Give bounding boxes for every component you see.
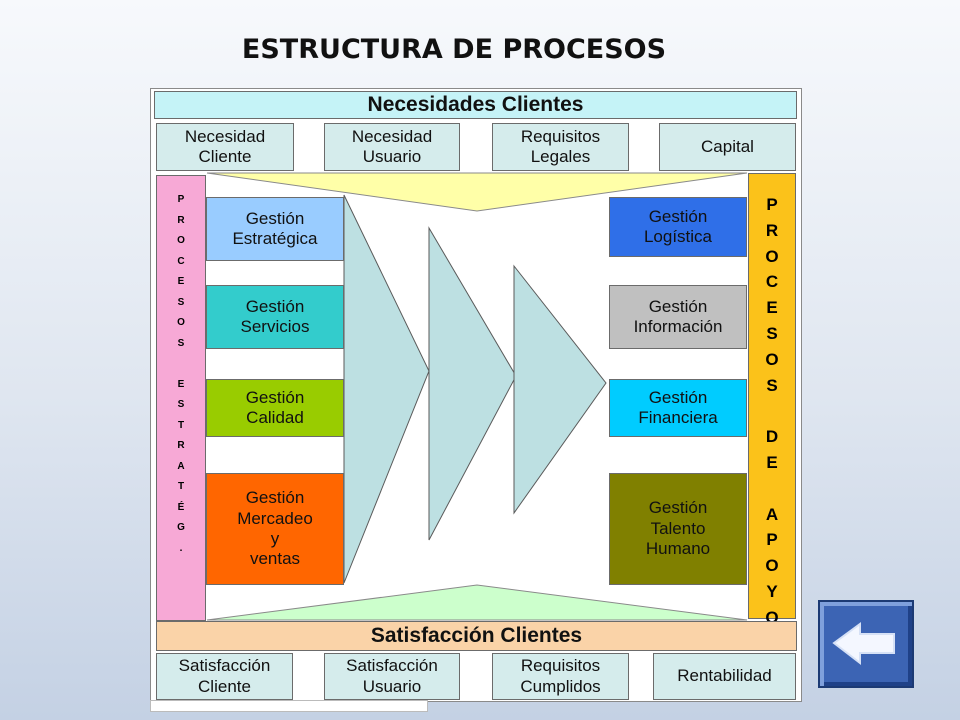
satisfaction-funnel xyxy=(206,584,748,621)
needs-funnel xyxy=(206,172,748,212)
capital-cell: Capital xyxy=(659,123,796,171)
flow-arrow-1 xyxy=(343,194,430,584)
talent-process-label: Gestión Talento Humano xyxy=(645,498,711,559)
logistics-process-box: Gestión Logística xyxy=(609,197,747,257)
flow-arrow-3 xyxy=(513,264,607,515)
arrow-left-icon xyxy=(832,622,895,666)
strategic-process-box: Gestión Estratégica xyxy=(206,197,344,261)
band-letter: E xyxy=(766,452,778,472)
needs-band-label: Necesidades Clientes xyxy=(367,93,584,117)
band-letter: S xyxy=(177,337,185,349)
band-letter: É xyxy=(177,501,185,513)
client-satisfaction-label: Satisfacción Cliente xyxy=(178,656,271,696)
services-process-box: Gestión Servicios xyxy=(206,285,344,349)
band-letter: R xyxy=(765,220,779,240)
band-letter: E xyxy=(177,276,185,287)
band-letter: C xyxy=(765,272,779,292)
profitability-label: Rentabilidad xyxy=(677,666,772,686)
marketing-process-label: Gestión Mercadeo y ventas xyxy=(237,488,313,569)
needs-band: Necesidades Clientes xyxy=(154,91,797,119)
met-requirements-label: Requisitos Cumplidos xyxy=(520,656,601,696)
band-letter: P xyxy=(766,195,778,214)
legal-requirements-cell: Requisitos Legales xyxy=(492,123,629,171)
band-letter xyxy=(177,354,185,375)
source-note xyxy=(150,700,428,712)
profitability-cell: Rentabilidad xyxy=(653,653,796,700)
band-letter: A xyxy=(765,504,779,524)
band-letter: A xyxy=(177,460,185,472)
financial-process-label: Gestión Financiera xyxy=(638,387,718,427)
band-letter: S xyxy=(177,296,185,308)
logistics-process-label: Gestión Logística xyxy=(643,206,713,246)
band-letter: C xyxy=(177,255,185,267)
need-user-label: Necesidad Usuario xyxy=(351,126,433,166)
capital-label: Capital xyxy=(701,136,754,156)
page-title: ESTRUCTURA DE PROCESOS xyxy=(241,34,667,65)
band-letter: E xyxy=(766,298,778,318)
band-letter: O xyxy=(765,349,779,369)
user-satisfaction-label: Satisfacción Usuario xyxy=(346,656,438,696)
marketing-process-box: Gestión Mercadeo y ventas xyxy=(206,473,344,585)
band-letter: G xyxy=(177,522,185,533)
band-letter: O xyxy=(177,317,185,328)
band-letter: R xyxy=(177,214,185,226)
band-letter: R xyxy=(177,440,185,451)
met-requirements-cell: Requisitos Cumplidos xyxy=(492,653,629,700)
services-process-label: Gestión Servicios xyxy=(240,296,310,336)
information-process-label: Gestión Información xyxy=(633,296,723,336)
band-letter: . xyxy=(179,542,183,554)
band-letter: D xyxy=(765,427,779,447)
band-letter: S xyxy=(766,375,778,395)
satisfaction-band: Satisfacción Clientes xyxy=(156,621,797,651)
flow-arrow-2 xyxy=(428,226,517,541)
band-letter: O xyxy=(765,556,779,576)
process-diagram: Necesidades Clientes Necesidad Cliente N… xyxy=(150,88,802,702)
quality-process-label: Gestión Calidad xyxy=(245,387,305,427)
band-letter: O xyxy=(765,246,779,266)
client-satisfaction-cell: Satisfacción Cliente xyxy=(156,653,293,700)
financial-process-box: Gestión Financiera xyxy=(609,379,747,437)
band-letter: O xyxy=(177,235,185,246)
band-letter: S xyxy=(766,323,778,343)
need-client-label: Necesidad Cliente xyxy=(184,126,266,166)
band-letter: T xyxy=(177,419,185,431)
talent-process-box: Gestión Talento Humano xyxy=(609,473,747,585)
band-letter: S xyxy=(177,399,185,410)
band-letter: E xyxy=(177,378,185,390)
need-client-cell: Necesidad Cliente xyxy=(156,123,294,171)
user-satisfaction-cell: Satisfacción Usuario xyxy=(324,653,460,700)
need-user-cell: Necesidad Usuario xyxy=(324,123,460,171)
legal-requirements-label: Requisitos Legales xyxy=(520,126,601,166)
satisfaction-band-label: Satisfacción Clientes xyxy=(370,624,583,648)
band-letter: P xyxy=(766,530,778,550)
information-process-box: Gestión Información xyxy=(609,285,747,349)
band-letter xyxy=(765,398,778,424)
quality-process-box: Gestión Calidad xyxy=(206,379,344,437)
back-button[interactable] xyxy=(818,600,914,688)
band-letter xyxy=(765,476,778,502)
band-letter: Y xyxy=(766,581,778,601)
strategic-process-label: Gestión Estratégica xyxy=(232,208,318,248)
band-letter: T xyxy=(177,481,185,492)
band-letter: P xyxy=(177,194,185,205)
process-arrows xyxy=(206,172,748,621)
